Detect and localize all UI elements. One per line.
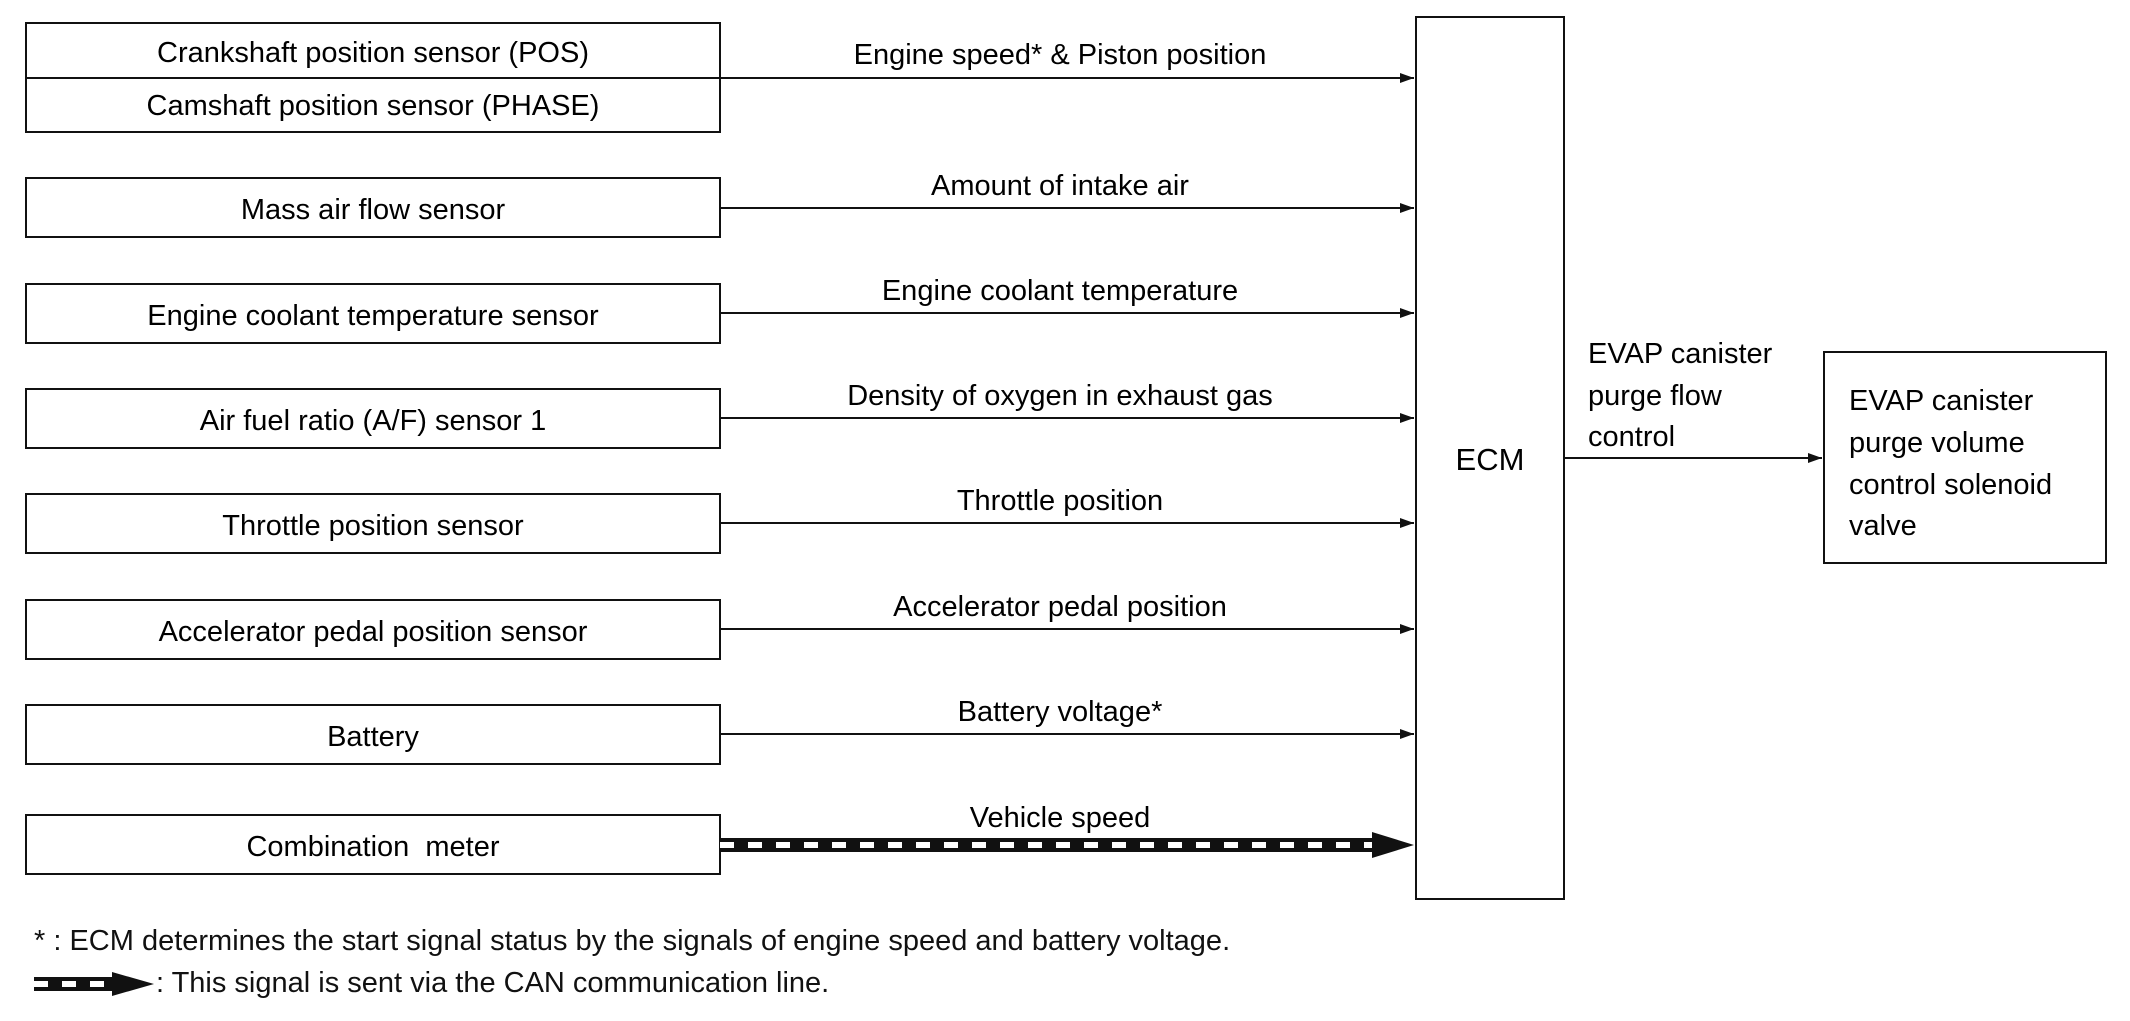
sensor-label: Air fuel ratio (A/F) sensor 1 [200, 405, 547, 437]
signal-label: Vehicle speed [970, 802, 1151, 834]
signal-label: Engine coolant temperature [882, 275, 1238, 307]
svg-text:purge volume: purge volume [1849, 427, 2025, 459]
sensor-label: Combination meter [246, 831, 499, 863]
sensor-accelerator-pedal-position: Accelerator pedal position sensor [25, 599, 721, 660]
sensor-label: Battery [327, 721, 419, 753]
can-legend-text: : This signal is sent via the CAN commun… [156, 967, 830, 999]
svg-text:EVAP canister: EVAP canister [1849, 385, 2034, 417]
svg-text:purge flow: purge flow [1588, 380, 1723, 412]
signal-label: Accelerator pedal position [893, 591, 1227, 623]
sensor-battery: Battery [25, 704, 721, 765]
signal-label: Density of oxygen in exhaust gas [847, 380, 1273, 412]
output-signal-label: EVAP canister purge flow control [1588, 338, 1773, 453]
signal-label: Engine speed* & Piston position [854, 39, 1267, 71]
signal-label: Throttle position [957, 485, 1163, 517]
svg-text:EVAP canister: EVAP canister [1588, 338, 1773, 370]
sensor-mass-air-flow: Mass air flow sensor [25, 177, 721, 238]
sensor-label: Accelerator pedal position sensor [159, 616, 588, 648]
footnote-can: : This signal is sent via the CAN commun… [34, 967, 829, 1000]
signal-label: Amount of intake air [931, 170, 1189, 202]
sensor-label: Engine coolant temperature sensor [147, 300, 599, 332]
footnote-asterisk: * : ECM determines the start signal stat… [34, 925, 1231, 957]
signal-label: Battery voltage* [958, 696, 1163, 728]
sensor-throttle-position: Throttle position sensor [25, 493, 721, 554]
svg-text:control solenoid: control solenoid [1849, 469, 2052, 501]
sensor-air-fuel-ratio: Air fuel ratio (A/F) sensor 1 [25, 388, 721, 449]
sensor-label: Camshaft position sensor (PHASE) [147, 90, 600, 122]
sensor-label: Crankshaft position sensor (POS) [157, 37, 589, 69]
ecm-box: ECM [1415, 16, 1565, 900]
svg-text:valve: valve [1849, 510, 1917, 542]
can-signal-arrow [720, 832, 1414, 858]
svg-text:control: control [1588, 421, 1675, 453]
sensor-combination-meter: Combination meter [25, 814, 721, 875]
can-line-legend-icon [34, 971, 154, 996]
sensor-label: Throttle position sensor [222, 510, 524, 542]
actuator-evap-purge-solenoid: EVAP canister purge volume control solen… [1823, 351, 2107, 564]
sensor-crankshaft-camshaft: Crankshaft position sensor (POS) Camshaf… [25, 22, 721, 133]
ecm-label: ECM [1456, 442, 1525, 477]
sensor-engine-coolant-temperature: Engine coolant temperature sensor [25, 283, 721, 344]
sensor-label: Mass air flow sensor [241, 194, 506, 226]
